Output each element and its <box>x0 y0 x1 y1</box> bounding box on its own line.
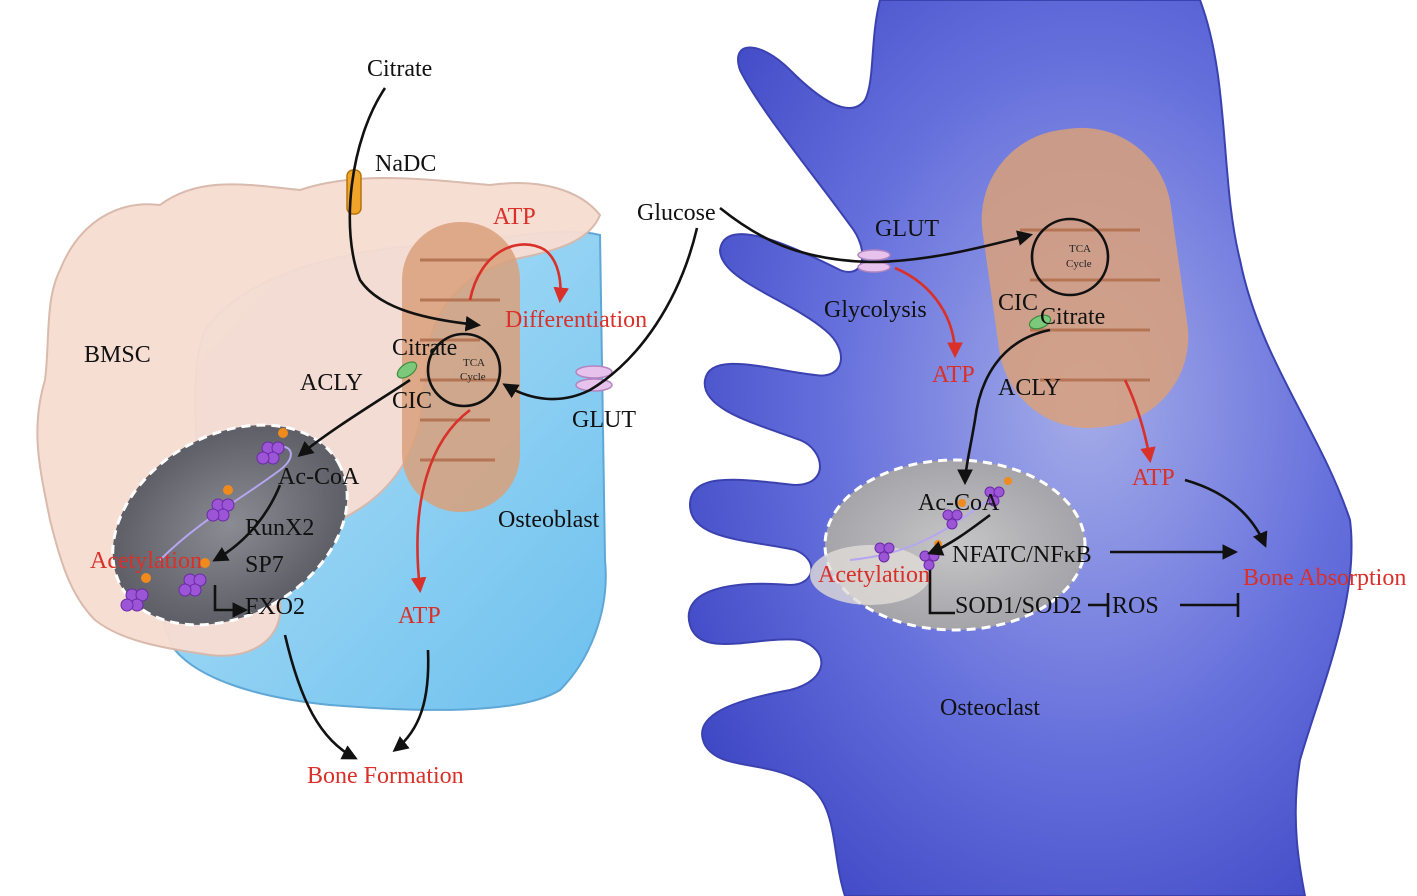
label-atp-top: ATP <box>493 204 536 230</box>
label-glucose: Glucose <box>637 200 716 226</box>
label-bone-absorption: Bone Absorption <box>1243 565 1406 591</box>
label-cic-right: CIC <box>998 290 1038 316</box>
label-citrate-right: Citrate <box>1040 304 1105 330</box>
inhibit-sod-ros <box>1088 593 1110 617</box>
label-ac-coa: Ac-CoA <box>278 464 360 490</box>
label-tca-right-line2: Cycle <box>1066 258 1092 270</box>
label-glut-right: GLUT <box>875 216 939 242</box>
arrow-atp-to-differentiation <box>468 243 569 304</box>
label-citrate-top: Citrate <box>367 56 432 82</box>
label-sp7: SP7 <box>245 552 284 578</box>
label-glycolysis: Glycolysis <box>824 297 927 323</box>
arrow-acoa-to-acetylation-right <box>927 513 991 556</box>
right-mitochondrion <box>981 127 1189 429</box>
label-citrate-mito: Citrate <box>392 335 457 361</box>
label-ac-coa-right: Ac-CoA <box>918 490 1000 516</box>
label-acly: ACLY <box>300 370 363 396</box>
label-runx2: RunX2 <box>245 515 314 541</box>
arrow-glycolysis-to-atp <box>894 266 963 359</box>
label-atp-mito: ATP <box>1132 465 1175 491</box>
label-nfatc: NFATC/NFκB <box>952 542 1092 568</box>
left-nucleus <box>111 423 349 627</box>
right-cic-transporter <box>1028 314 1052 330</box>
label-osteoclast: Osteoclast <box>940 695 1040 721</box>
arrow-glucose-to-tca <box>502 227 699 401</box>
right-arrows <box>719 206 1268 617</box>
label-glut: GLUT <box>572 407 636 433</box>
left-cic-transporter <box>396 361 418 379</box>
right-labels: GLUT TCA Cycle Glycolysis CIC Citrate AT… <box>818 216 1406 721</box>
label-acetylation-left: Acetylation <box>90 548 202 574</box>
left-tca-cycle <box>426 332 502 408</box>
right-nucleus <box>810 458 1087 632</box>
arrow-tca-to-atp <box>410 408 471 594</box>
label-atp-glyco: ATP <box>932 362 975 388</box>
label-differentiation: Differentiation <box>505 307 647 333</box>
right-tca-cycle <box>1030 217 1110 297</box>
left-labels: Citrate NaDC ATP Differentiation BMSC Ci… <box>84 56 647 789</box>
arrow-citrate-to-tca <box>348 87 482 332</box>
label-osteoblast: Osteoblast <box>498 507 600 533</box>
arrow-citrate-to-acoa <box>297 378 411 457</box>
left-arrows <box>212 87 699 760</box>
label-fxo2: FXO2 <box>245 594 305 620</box>
label-bone-formation: Bone Formation <box>307 763 464 789</box>
label-bmsc: BMSC <box>84 342 151 368</box>
inhibit-bracket-fxo2 <box>213 585 249 618</box>
acetyl-group <box>141 428 288 583</box>
label-sod: SOD1/SOD2 <box>955 593 1082 619</box>
label-acetylation-right: Acetylation <box>818 562 930 588</box>
label-ros: ROS <box>1112 593 1159 619</box>
label-cic: CIC <box>392 388 432 414</box>
inhibit-bracket-sod <box>928 570 955 615</box>
label-tca-right-line1: TCA <box>1069 243 1091 255</box>
left-mitochondrion <box>402 222 520 512</box>
label-nadc: NaDC <box>375 151 436 177</box>
label-tca-line2: Cycle <box>460 371 486 383</box>
label-tca-line1: TCA <box>463 357 485 369</box>
osteoclast-cell <box>687 0 1353 896</box>
label-acly-right: ACLY <box>998 375 1061 401</box>
arrow-atp-to-bone-formation <box>392 649 430 752</box>
histone-cluster-right <box>874 486 1005 571</box>
arrow-mito-to-atp <box>1123 379 1156 464</box>
left-glut-transporter <box>575 365 613 392</box>
arrow-citrate-to-acoa-right <box>957 328 1051 486</box>
arrow-glucose-to-right-tca <box>719 206 1034 264</box>
right-glut-transporter <box>857 249 891 273</box>
arrow-atp-to-bone-absorption <box>1184 478 1268 548</box>
label-atp-bottom: ATP <box>398 603 441 629</box>
arrow-acoa-to-acetylation <box>212 484 282 562</box>
arrow-fxo2-to-bone-formation <box>283 634 358 760</box>
inhibit-ros-bone <box>1180 593 1240 617</box>
histone-cluster <box>120 441 285 612</box>
